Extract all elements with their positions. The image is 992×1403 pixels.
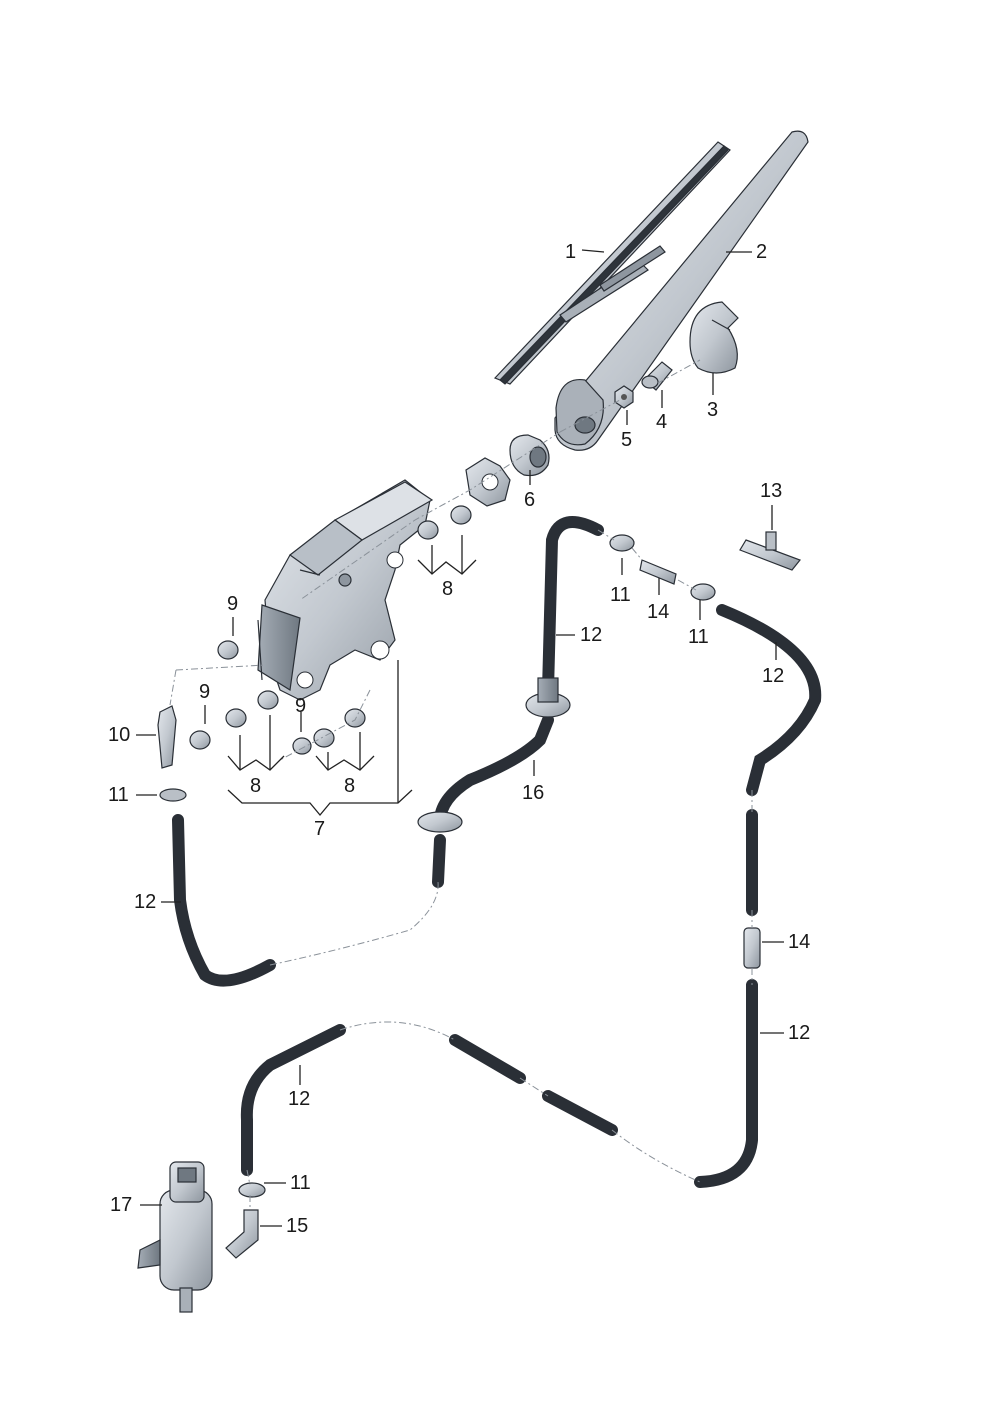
clamp-icon [238, 534, 716, 1198]
cap-icon [689, 301, 739, 374]
callout-9-top: 9 [227, 593, 238, 615]
callout-11-right: 11 [688, 626, 709, 648]
seal-icon [465, 434, 550, 507]
callout-13: 13 [760, 480, 782, 502]
callout-2: 2 [756, 241, 767, 263]
callout-11-bottom: 11 [290, 1172, 311, 1194]
callout-5: 5 [621, 429, 632, 451]
wiper-motor-icon [257, 479, 434, 701]
callout-12-bottom: 12 [288, 1088, 310, 1110]
callout-8-top: 8 [442, 578, 453, 600]
callout-14-top: 14 [647, 601, 669, 623]
assembly-lines [169, 359, 753, 1210]
callout-15: 15 [286, 1215, 308, 1237]
callout-7: 7 [314, 818, 325, 840]
callout-4: 4 [656, 411, 667, 433]
nut-icon [189, 640, 312, 755]
washer-pump-icon [137, 1161, 213, 1313]
clip-icon [739, 531, 801, 571]
callout-3: 3 [707, 399, 718, 421]
nut-icon [614, 385, 634, 409]
callout-8-left: 8 [250, 775, 261, 797]
callout-12-right: 12 [762, 665, 784, 687]
elbow-icon [225, 1209, 259, 1259]
connector-icon [639, 559, 761, 969]
callout-14-bottom: 14 [788, 931, 810, 953]
callout-11-left: 11 [108, 784, 129, 806]
callout-12-lower-right: 12 [788, 1022, 810, 1044]
callout-9-mid: 9 [295, 695, 306, 717]
connector-icon [157, 705, 187, 802]
callout-16: 16 [522, 782, 544, 804]
callout-6: 6 [524, 489, 535, 511]
grommet-icon [417, 677, 571, 833]
hose-icon [172, 516, 822, 1188]
bolt-icon [641, 361, 673, 391]
wiper-arm-icon [554, 130, 809, 451]
callout-8-right: 8 [344, 775, 355, 797]
callout-12-left: 12 [134, 891, 156, 913]
callout-1: 1 [565, 241, 576, 263]
callout-9-left: 9 [199, 681, 210, 703]
leader-lines [136, 249, 784, 1227]
callout-labels: 1 2 3 4 5 6 9 8 9 9 10 8 8 11 7 12 13 11… [108, 241, 810, 1237]
wiper-blade-icon [493, 141, 731, 385]
callout-17: 17 [110, 1194, 132, 1216]
callout-10: 10 [108, 724, 130, 746]
callout-11-top: 11 [610, 584, 631, 606]
callout-12-top: 12 [580, 624, 602, 646]
